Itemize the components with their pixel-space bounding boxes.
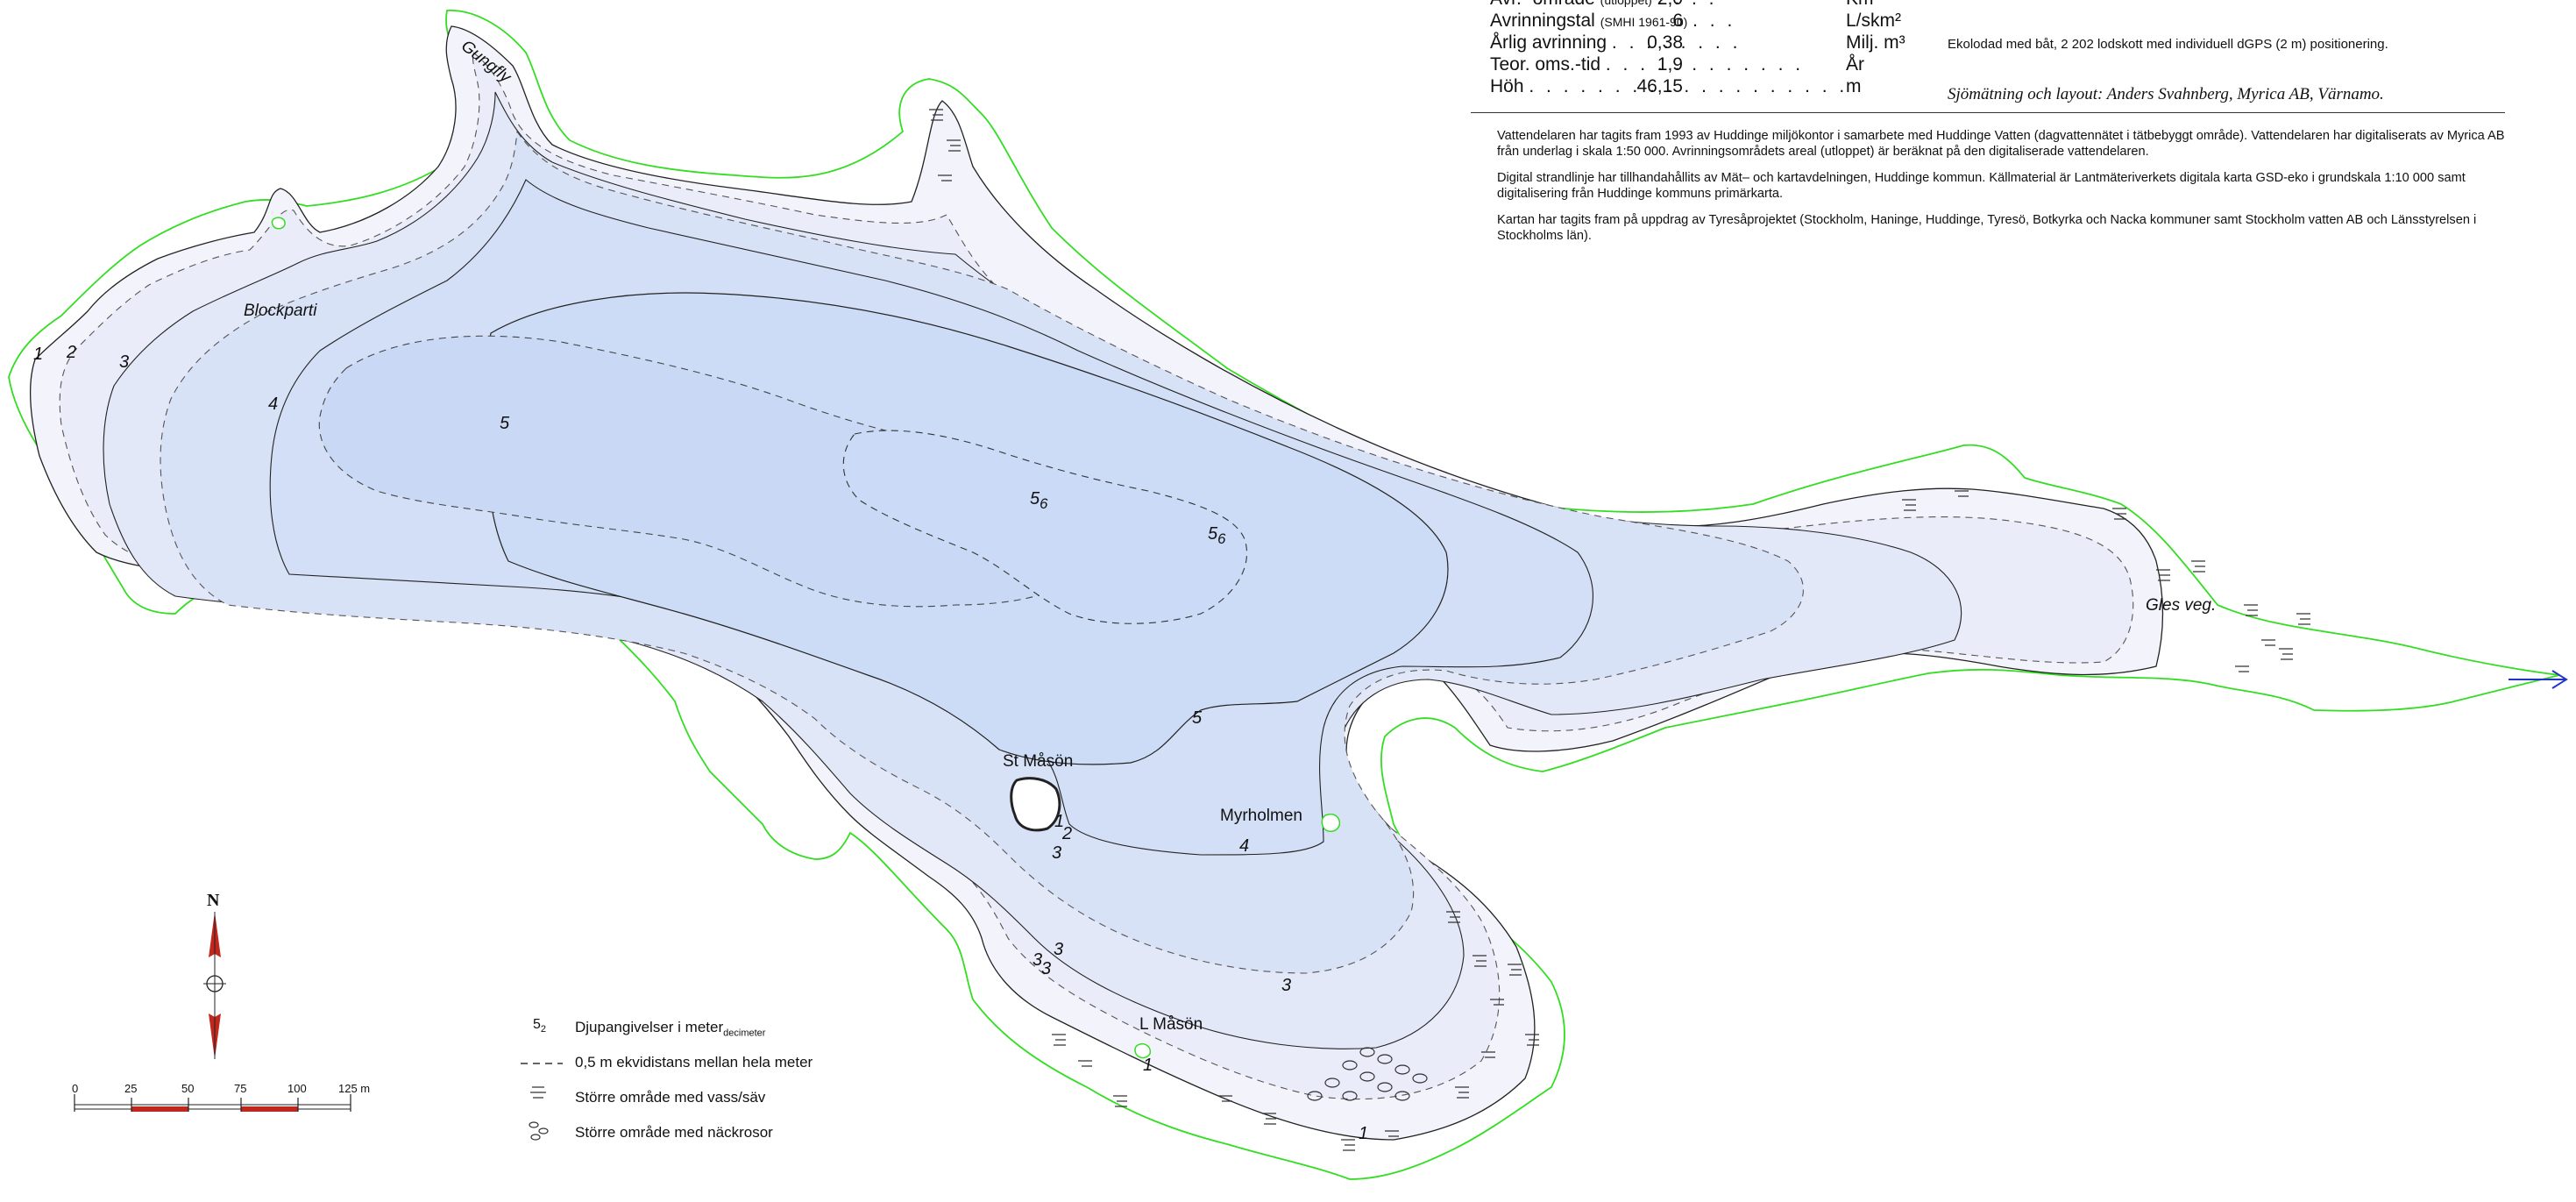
depth-label-sub: 6: [1217, 530, 1226, 547]
header-divider: [1471, 112, 2505, 113]
depth-label: 5: [500, 414, 510, 433]
legend-lily-text: Större område med näckrosor: [575, 1124, 773, 1141]
depth-label: 1: [1143, 1056, 1153, 1075]
north-arrow: [203, 912, 226, 1059]
scale-bar: [74, 1094, 351, 1112]
stat-value: 46,15: [1636, 76, 1683, 96]
island-st-mason: [1010, 777, 1061, 832]
depth-label: 1: [33, 345, 44, 364]
depth-label: 4: [1239, 836, 1250, 856]
scale-tick-label: 0: [72, 1082, 79, 1095]
note-paragraph: Digital strandlinje har tillhandahållits…: [1497, 171, 2466, 201]
lake-statistics: Avr.- område (utloppet) . . . . 2,0 Km² …: [1490, 0, 1905, 97]
depth-label-main: 5: [1030, 489, 1040, 509]
legend-depth-text: Djupangivelser i meter: [575, 1019, 724, 1035]
legend-symbols: [521, 1063, 563, 1141]
stat-unit: Km²: [1846, 0, 1880, 10]
legend-contour-text: 0,5 m ekvidistans mellan hela meter: [575, 1054, 813, 1070]
stat-dots: . . . . . . . . . . . . . . . . . . .: [1529, 76, 1849, 96]
depth-label: 3: [1052, 843, 1062, 863]
depth-label: 56: [1208, 524, 1225, 548]
north-label: N: [207, 891, 220, 910]
stat-unit: Milj. m³: [1846, 32, 1905, 53]
source-notes: Vattendelaren har tagits fram 1993 av Hu…: [1497, 128, 2505, 254]
stat-label: Avr.- område: [1490, 0, 1595, 9]
label-gles-veg: Gles veg.: [2146, 596, 2217, 615]
depth-label: 1: [1359, 1124, 1369, 1143]
stat-label: Årlig avrinning: [1490, 32, 1607, 53]
depth-zone-5.5m-main: [318, 335, 1099, 608]
note-paragraph: Kartan har tagits fram på uppdrag av Tyr…: [1497, 213, 2477, 243]
depth-label: 56: [1030, 489, 1047, 513]
stat-value: 2,0: [1657, 0, 1683, 10]
stat-value: 6: [1672, 11, 1683, 31]
legend-reed-text: Större område med vass/säv: [575, 1089, 766, 1106]
stat-dots: . . . . . . . .: [1611, 32, 1742, 53]
label-blockparti: Blockparti: [244, 302, 317, 320]
stat-label: Avrinningstal: [1490, 11, 1595, 31]
stat-label: Höh: [1490, 76, 1524, 96]
depth-label: 3: [1281, 976, 1292, 995]
scale-tick-label: 25: [124, 1082, 138, 1095]
scale-tick-label: 75: [234, 1082, 247, 1095]
island-blockparti: [271, 217, 286, 230]
stat-unit: År: [1846, 54, 1864, 75]
depth-zone-5.6m: [842, 430, 1248, 624]
depth-label-main: 5: [1208, 524, 1218, 544]
label-st-mason: St Måsön: [1003, 752, 1074, 771]
note-paragraph: Vattendelaren har tagits fram 1993 av Hu…: [1497, 129, 2505, 159]
label-l-mason: L Måsön: [1139, 1015, 1203, 1034]
stat-value: 0,38: [1647, 32, 1683, 53]
stat-row: Årlig avrinning . . . . . . . . 0,38 Mil…: [1490, 32, 1905, 53]
label-myrholmen: Myrholmen: [1220, 807, 1302, 825]
survey-method-note: Ekolodad med båt, 2 202 lodskott med ind…: [1948, 37, 2388, 52]
depth-label: 3: [1054, 940, 1064, 959]
legend-depth-subtext: decimeter: [723, 1028, 766, 1039]
stat-sub: (SMHI 1961-90): [1600, 15, 1688, 29]
stat-row: Teor. oms.-tid . . . . . . . . . . . . 1…: [1490, 53, 1864, 75]
depth-label: 3: [119, 352, 130, 372]
island-l-mason: [1134, 1043, 1152, 1059]
scale-tick-label: 50: [181, 1082, 195, 1095]
reed-vegetation-marks: [929, 109, 2310, 1151]
depth-label: 5: [1192, 708, 1203, 728]
stat-dots: . . .: [1692, 11, 1736, 31]
survey-credit: Sjömätning och layout: Anders Svahnberg,…: [1948, 85, 2384, 103]
stat-unit: m: [1846, 76, 1862, 96]
water-lily-marks: [1307, 1047, 1428, 1101]
stat-dots: . . . . . . . . . . . .: [1605, 54, 1805, 75]
depth-label: 4: [268, 395, 279, 414]
stat-row: Avr.- område (utloppet) . . . . 2,0 Km²: [1490, 0, 1880, 10]
legend-depth-symbol: 52: [533, 1017, 547, 1035]
stat-row: Avrinningstal (SMHI 1961-90) . . . 6 L/s…: [1490, 10, 1901, 32]
depth-label: 3: [1033, 950, 1043, 970]
stat-sub: (utloppet): [1600, 0, 1652, 7]
stat-dots: . . . .: [1657, 0, 1718, 9]
outflow-arrow: [2509, 670, 2568, 689]
stat-value: 1,9: [1657, 54, 1683, 75]
stat-unit: L/skm²: [1846, 11, 1901, 31]
depth-label: 1: [1054, 812, 1065, 831]
scale-tick-label: 125 m: [338, 1082, 371, 1095]
stat-label: Teor. oms.-tid: [1490, 54, 1601, 75]
depth-label: 2: [1062, 824, 1073, 843]
scale-tick-label: 100: [287, 1082, 307, 1095]
stat-row: Höh . . . . . . . . . . . . . . . . . . …: [1490, 75, 1862, 97]
island-myrholmen: [1321, 814, 1341, 832]
depth-label: 3: [1041, 959, 1052, 978]
depth-label: 2: [67, 343, 77, 362]
depth-label-sub: 6: [1040, 495, 1048, 512]
